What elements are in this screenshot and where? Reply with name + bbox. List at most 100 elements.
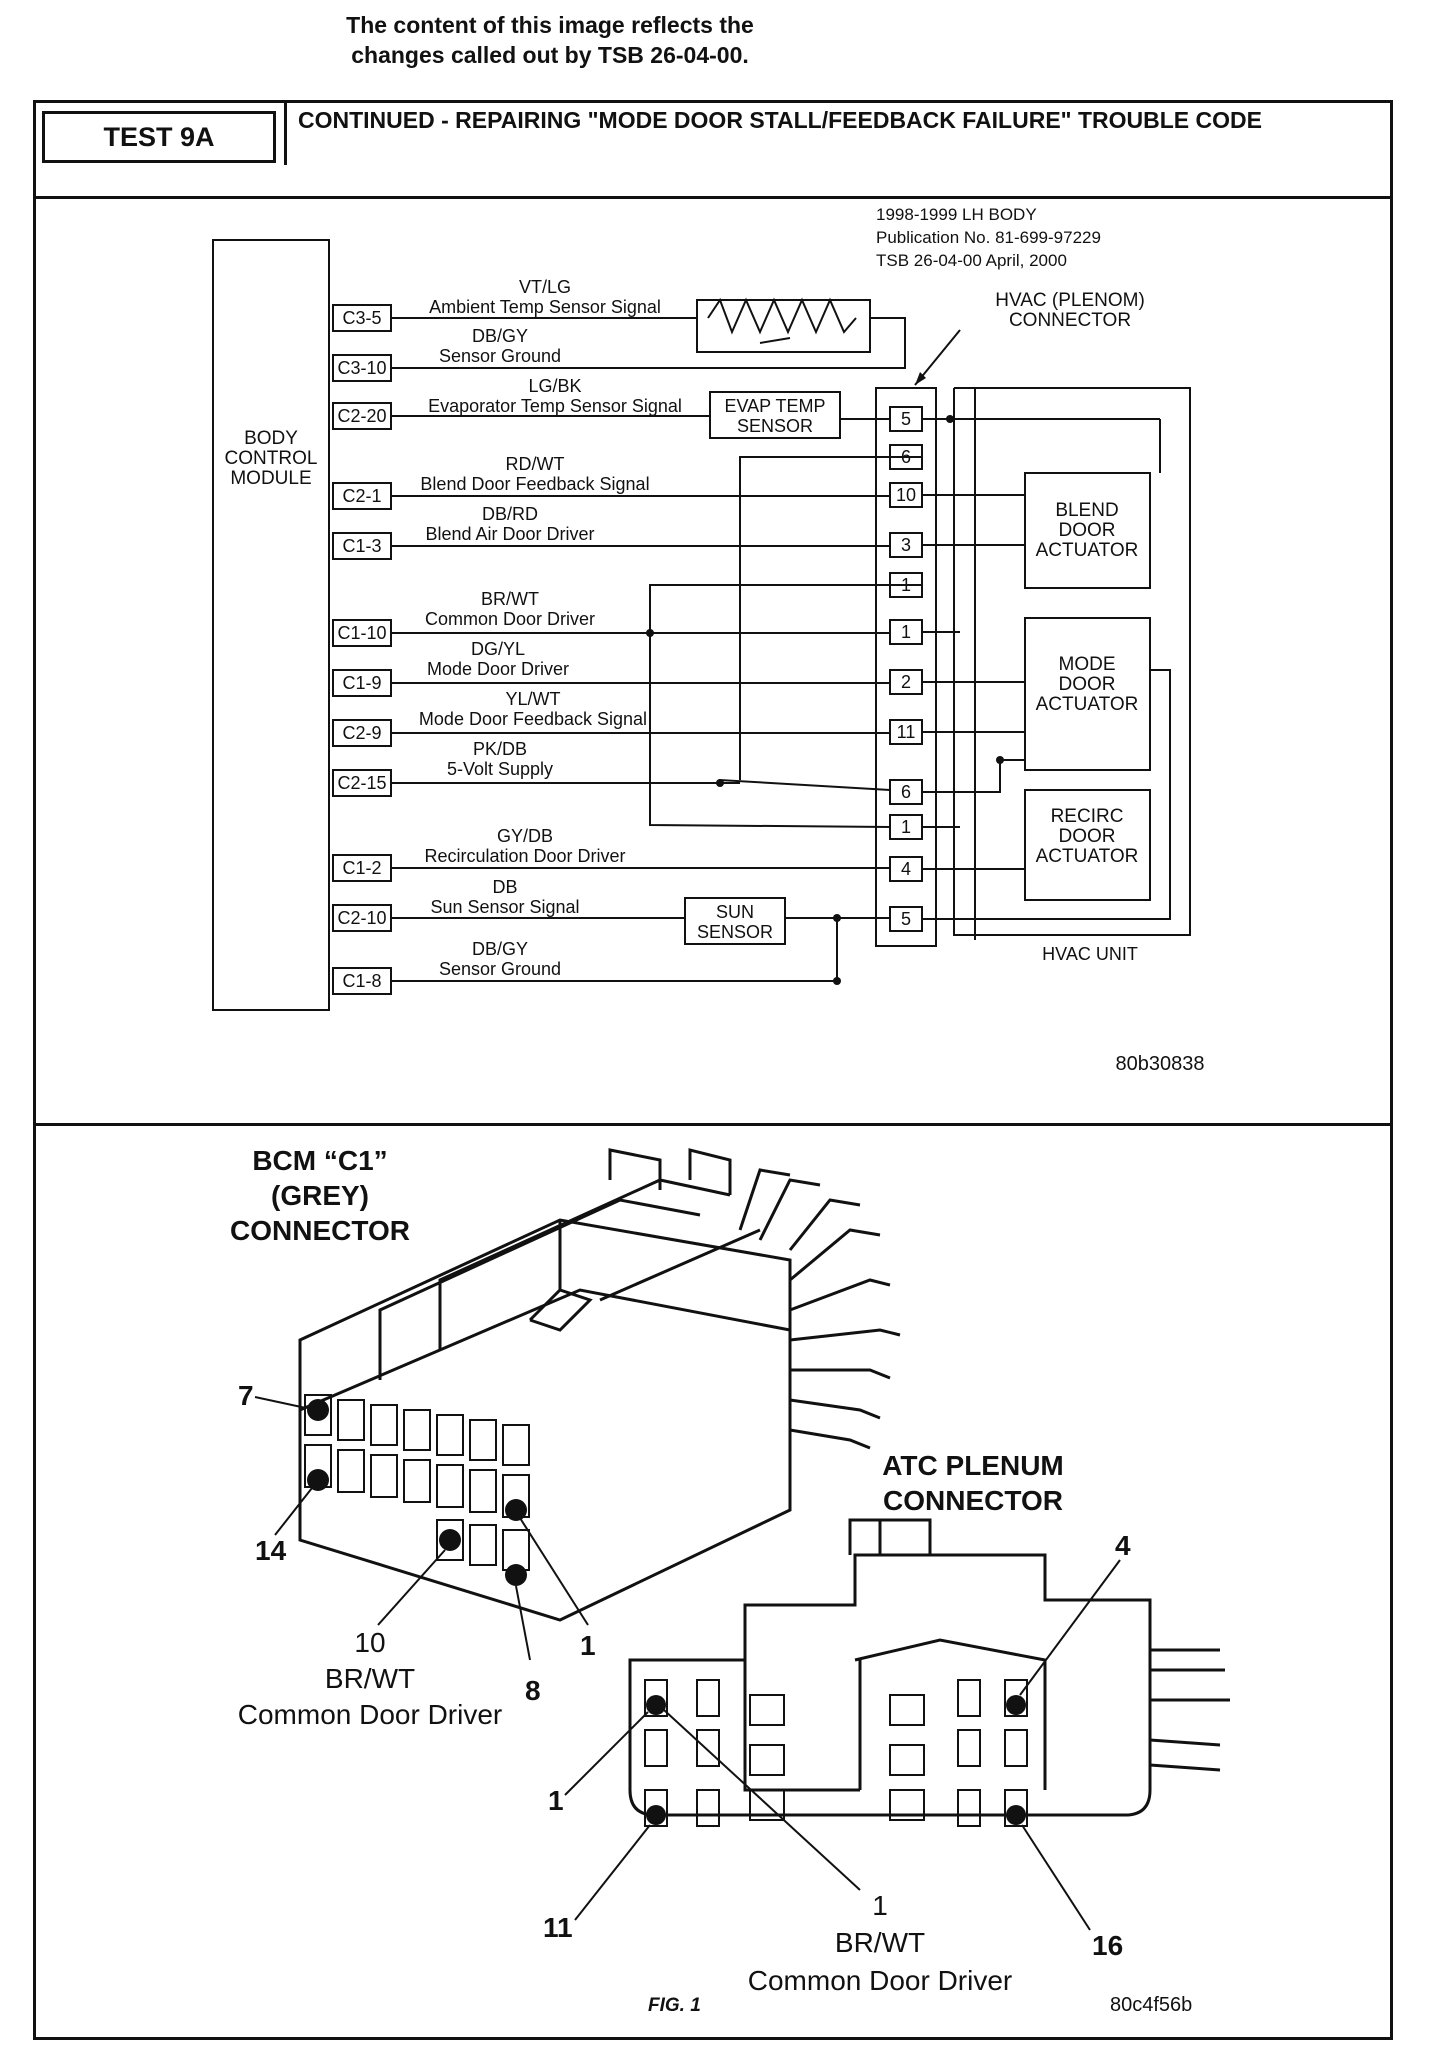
hvac-pin: 3 (901, 535, 911, 555)
atc-title-2: CONNECTOR (883, 1485, 1063, 1516)
circuit-name: Sensor Ground (439, 346, 561, 366)
hvac-pin: 10 (896, 485, 916, 505)
hvac-unit-outline (953, 387, 1191, 936)
wire-color: DB/GY (472, 939, 528, 959)
atc-pin-1-label: 1 (548, 1785, 564, 1816)
evap-label-2: SENSOR (737, 416, 813, 436)
sun-sensor (684, 897, 786, 945)
hvac-pin: 1 (901, 575, 911, 595)
ambient-temp-sensor (696, 299, 871, 353)
blend-label-1: BLEND (1055, 500, 1118, 521)
hvac-pin: 6 (901, 782, 911, 802)
hvac-connector-label-1: HVAC (PLENOM) (995, 290, 1145, 311)
atc-plenum-connector (628, 1518, 1230, 1817)
bcm-wire-name: Common Door Driver (238, 1699, 503, 1730)
atc-pin-11-label: 11 (543, 1912, 573, 1943)
recirc-label-3: ACTUATOR (1036, 846, 1139, 867)
sun-label-2: SENSOR (697, 922, 773, 942)
pub-line-1: 1998-1999 LH BODY (876, 205, 1037, 224)
bcm-wire-color: BR/WT (325, 1663, 415, 1694)
mode-label-1: MODE (1059, 654, 1116, 675)
bcm-c1-title-2: (GREY) (271, 1180, 369, 1211)
body-control-module (212, 239, 330, 1011)
hvac-pin: 11 (897, 722, 916, 742)
figure-ref: 80c4f56b (1110, 1994, 1193, 2016)
bcm-pin: C1-10 (337, 623, 386, 643)
wire-color: BR/WT (481, 589, 539, 609)
bcm-pin-10-label: 10 (354, 1627, 385, 1658)
circuit-name: Ambient Temp Sensor Signal (429, 297, 661, 317)
pub-line-3: TSB 26-04-00 April, 2000 (876, 251, 1067, 270)
mode-door-actuator (1024, 617, 1151, 771)
hvac-pin: 1 (901, 622, 911, 642)
hvac-pin: 4 (901, 859, 911, 879)
wire-color: VT/LG (519, 277, 571, 297)
hvac-pin: 5 (901, 409, 911, 429)
blend-door-actuator (1024, 472, 1151, 589)
test-id-box: TEST 9A (42, 111, 276, 163)
wire-color: DB/GY (472, 326, 528, 346)
wire-color: LG/BK (528, 376, 581, 396)
bcm-pin: C3-5 (342, 308, 381, 328)
hvac-connector-label-2: CONNECTOR (1009, 310, 1131, 331)
hvac-plenum-connector (875, 387, 937, 947)
wire-color: DB (492, 877, 517, 897)
bcm-pin-14-label: 14 (255, 1535, 287, 1566)
test-header: TEST 9A CONTINUED - REPAIRING "MODE DOOR… (36, 103, 1390, 199)
bcm-pin: C2-20 (337, 406, 386, 426)
circuit-name: Common Door Driver (425, 609, 595, 629)
circuit-name: Mode Door Feedback Signal (419, 709, 647, 729)
circuit-name: Blend Door Feedback Signal (420, 474, 649, 494)
recirc-door-actuator (1024, 789, 1151, 901)
connector-figure: BCM “C1” (GREY) CONNECTOR 7 14 1 8 10 BR… (230, 1145, 1230, 1996)
bcm-pin: C1-2 (342, 858, 381, 878)
sun-label-1: SUN (716, 902, 754, 922)
bcm-pin: C2-10 (337, 908, 386, 928)
atc-wire-name: Common Door Driver (748, 1965, 1013, 1996)
circuit-name: Blend Air Door Driver (425, 524, 594, 544)
wire-color: DG/YL (471, 639, 525, 659)
panel-divider (36, 1123, 1390, 1126)
bcm-c1-title-1: BCM “C1” (252, 1145, 387, 1176)
bcm-pin: C2-9 (342, 723, 381, 743)
bcm-pin: C3-10 (337, 358, 386, 378)
atc-pin-1b-label: 1 (872, 1890, 888, 1921)
hvac-unit-label: HVAC UNIT (1042, 944, 1138, 964)
wire-color: YL/WT (505, 689, 560, 709)
pub-line-2: Publication No. 81-699-97229 (876, 228, 1101, 247)
hvac-pin: 1 (901, 817, 911, 837)
wire-color: RD/WT (506, 454, 565, 474)
wire-color: GY/DB (497, 826, 553, 846)
bcm-pin: C2-1 (342, 486, 381, 506)
circuit-name: 5-Volt Supply (447, 759, 553, 779)
hvac-pin: 2 (901, 672, 911, 692)
atc-pin-4-label: 4 (1115, 1530, 1131, 1561)
circuit-name: Sensor Ground (439, 959, 561, 979)
bcm-c1-title-3: CONNECTOR (230, 1215, 410, 1246)
schematic-ref: 80b30838 (1116, 1053, 1205, 1075)
bcm-pin: C1-3 (342, 536, 381, 556)
recirc-label-1: RECIRC (1051, 806, 1124, 827)
bcm-pin-8-label: 8 (525, 1675, 541, 1706)
circuit-name: Sun Sensor Signal (430, 897, 579, 917)
bcm-pin-1-label: 1 (580, 1630, 596, 1661)
wire-color: PK/DB (473, 739, 527, 759)
bcm-c1-connector (298, 1148, 901, 1622)
tsb-notice: The content of this image reflects the c… (0, 10, 1100, 70)
notice-line-2: changes called out by TSB 26-04-00. (351, 42, 749, 68)
bcm-pin: C1-8 (342, 971, 381, 991)
bcm-pin: C2-15 (337, 773, 386, 793)
blend-label-2: DOOR (1059, 520, 1116, 541)
atc-title-1: ATC PLENUM (882, 1450, 1063, 1481)
bcm-label-1: BODY (244, 428, 298, 449)
hvac-pin: 6 (901, 447, 911, 467)
bcm-pin-7-label: 7 (238, 1380, 254, 1411)
circuit-name: Mode Door Driver (427, 659, 569, 679)
bcm-pin: C1-9 (342, 673, 381, 693)
mode-label-2: DOOR (1059, 674, 1116, 695)
circuit-name: Recirculation Door Driver (424, 846, 625, 866)
atc-pin-16-label: 16 (1092, 1930, 1123, 1961)
atc-wire-color: BR/WT (835, 1927, 925, 1958)
notice-line-1: The content of this image reflects the (346, 12, 754, 38)
blend-label-3: ACTUATOR (1036, 540, 1139, 561)
